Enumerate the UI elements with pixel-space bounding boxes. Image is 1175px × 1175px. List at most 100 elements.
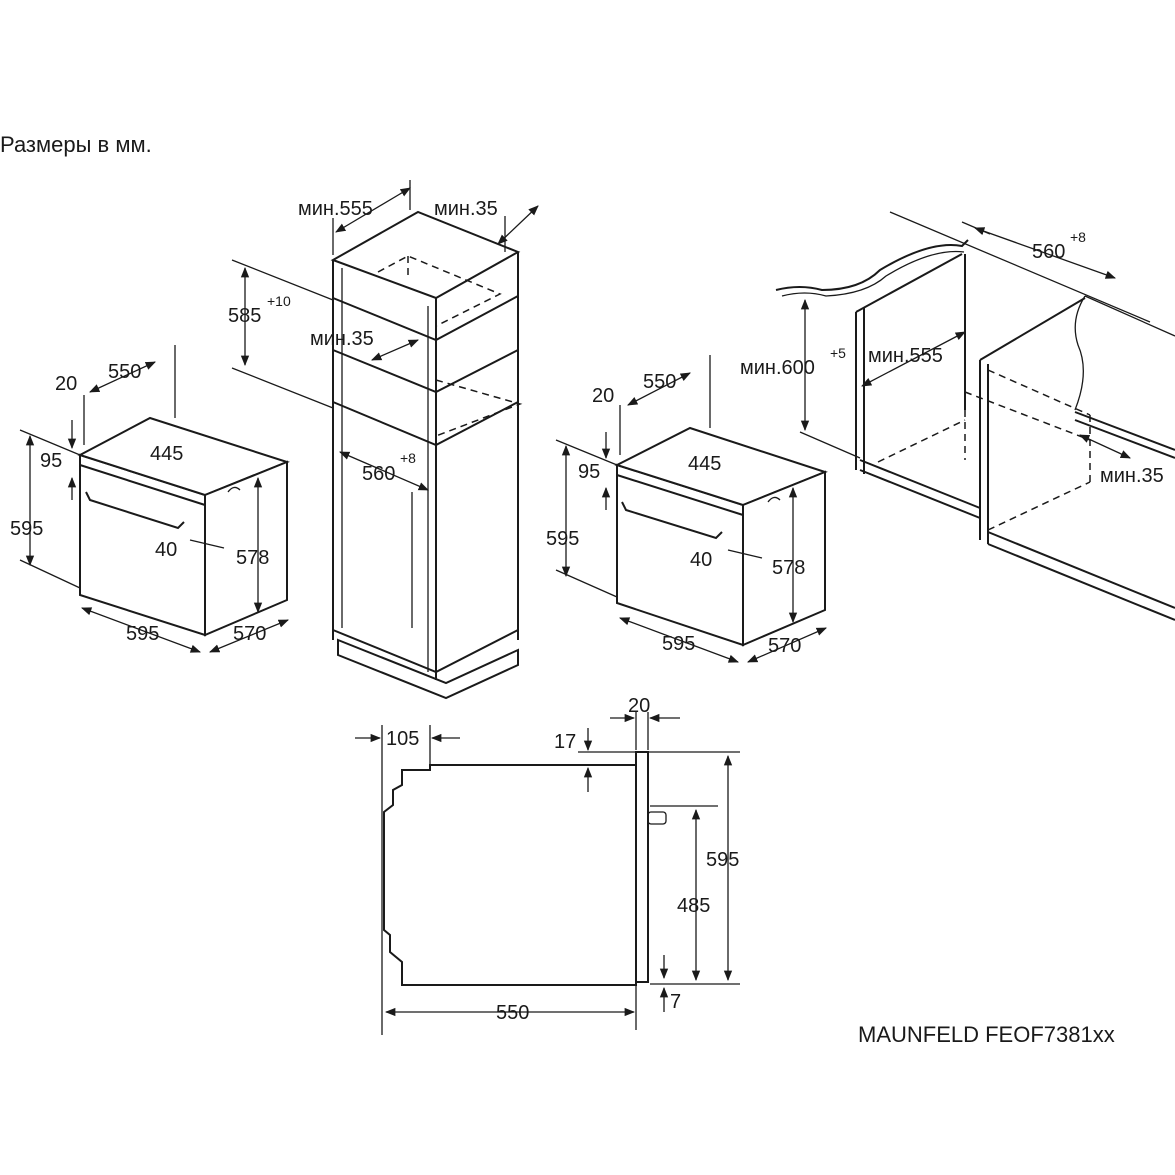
dim-niche-width-line: [974, 227, 1116, 279]
dim-right-gap-line: [727, 549, 763, 559]
dim-niche-ext: [799, 431, 861, 459]
label-side-depth: 550: [496, 1002, 529, 1024]
cabinet-shelf-3: [332, 401, 519, 447]
label-niche-min-h-tol: +5: [830, 345, 846, 361]
niche-floor-front-2: [859, 469, 981, 519]
dim-right-ext: [555, 569, 618, 598]
label-cabinet-niche-h-tol: +10: [267, 293, 291, 309]
label-right-handle-gap: 40: [690, 549, 712, 571]
side-view-handle: [647, 811, 667, 825]
label-right-top-w: 445: [688, 453, 721, 475]
label-right-inner-h: 578: [772, 557, 805, 579]
tall-cabinet: мин.555 мин.35 585 +10 мин.35 560 +8: [228, 180, 539, 700]
label-side-door-h: 485: [677, 895, 710, 917]
oven-left-handle: [85, 491, 185, 530]
side-view: 105 17 20 595 485 7 550: [355, 695, 740, 1035]
oven-left-control-line: [79, 464, 206, 506]
dim-left-depth-line: [89, 361, 156, 393]
label-right-depth: 570: [768, 635, 801, 657]
label-left-inner-h: 578: [236, 547, 269, 569]
cabinet-dashed-top: [377, 255, 502, 327]
label-left-top-w: 445: [150, 443, 183, 465]
oven-left: 550 20 95 445 595 40 578 595 570: [10, 345, 290, 653]
niche-plinth-line: [987, 543, 1175, 621]
label-niche-min-h: мин.600: [740, 357, 815, 379]
cabinet-shelf-1: [332, 295, 519, 342]
niche-dashed-6: [964, 391, 1091, 441]
label-left-width: 595: [126, 623, 159, 645]
dim-cabinet-ext: [231, 367, 334, 409]
label-cabinet-min-clear-top: мин.35: [434, 198, 498, 220]
cabinet-shelf-2: [332, 349, 519, 394]
undercounter-niche: 560 +8 мин.600 +5 мин.555 мин.35: [740, 211, 1175, 621]
label-right-height: 595: [546, 528, 579, 550]
label-left-handle-gap: 40: [155, 539, 177, 561]
dim-left-depth2-line: [209, 619, 289, 653]
niche-plinth-line-2: [987, 531, 1175, 609]
label-left-front-thick: 20: [55, 373, 77, 395]
label-cabinet-min-depth: мин.555: [298, 198, 373, 220]
oven-right-handle: [621, 501, 723, 540]
label-cabinet-niche-h: 585: [228, 305, 261, 327]
oven-right-control-line: [616, 474, 744, 516]
dim-right-ext: [555, 439, 618, 466]
label-niche-width: 560: [1032, 241, 1065, 263]
label-left-depth-total: 550: [108, 361, 141, 383]
label-niche-min-depth: мин.555: [868, 345, 943, 367]
cabinet-dashed-mid: [435, 379, 523, 437]
niche-right-panel-top: [979, 297, 1086, 361]
model-name: MAUNFELD FEOF7381xx: [858, 1022, 1115, 1047]
cabinet-top: [330, 210, 521, 300]
label-side-front-thick: 20: [628, 695, 650, 717]
dim-niche-front-line: [1079, 434, 1131, 459]
dim-right-width-line: [619, 617, 739, 663]
dim-right-depth-line: [627, 372, 691, 406]
dim-left-gap-line: [189, 539, 225, 549]
dim-right-depth2-line: [747, 627, 827, 663]
label-niche-width-tol: +8: [1070, 229, 1086, 245]
side-view-door: [635, 751, 649, 983]
label-side-rear-offset: 105: [386, 728, 419, 750]
counter-back-line: [889, 211, 1151, 323]
label-cabinet-niche-w: 560: [362, 463, 395, 485]
dim-left-ext-line: [19, 559, 81, 589]
cabinet-bottom: [332, 629, 519, 674]
niche-dashed-5: [877, 419, 966, 463]
niche-floor-right: [1074, 411, 1175, 451]
label-left-control-h: 95: [40, 450, 62, 472]
label-right-front-thick: 20: [592, 385, 614, 407]
label-cabinet-niche-w-tol: +8: [400, 450, 416, 466]
niche-dashed-1: [987, 369, 1091, 416]
niche-dashed-2: [987, 481, 1091, 531]
units-note: Размеры в мм.: [0, 132, 152, 157]
niche-floor-front: [859, 459, 981, 509]
dim-left-ext-line: [19, 429, 81, 456]
dim-cabinet-top-clear: [497, 205, 539, 245]
counter-right-line: [1084, 295, 1175, 337]
counter-top-edge-2: [781, 250, 965, 297]
oven-left-latch: [227, 486, 241, 493]
label-right-width: 595: [662, 633, 695, 655]
niche-left-panel-top: [855, 253, 963, 313]
dim-cabinet-niche-w: [339, 451, 429, 491]
side-view-body: [383, 764, 637, 986]
niche-break-line: [1074, 295, 1086, 411]
label-side-bottom-gap: 7: [670, 991, 681, 1013]
cabinet-plinth: [337, 638, 519, 700]
dim-cabinet-depth-line: [335, 187, 411, 233]
dim-niche-ext: [961, 221, 991, 235]
label-right-control-h: 95: [578, 461, 600, 483]
label-cabinet-min-clear-mid: мин.35: [310, 328, 374, 350]
dim-left-width-line: [81, 607, 201, 653]
label-right-depth-total: 550: [643, 371, 676, 393]
label-niche-min-front: мин.35: [1100, 465, 1164, 487]
dim-niche-depth-line: [861, 331, 966, 387]
label-left-depth: 570: [233, 623, 266, 645]
dim-cabinet-ext: [231, 259, 334, 301]
label-side-top-step: 17: [554, 731, 576, 753]
counter-top-edge: [775, 239, 969, 292]
oven-right: 550 20 95 445 595 40 578 595 570: [546, 355, 828, 663]
oven-right-latch: [767, 496, 781, 503]
label-side-height: 595: [706, 849, 739, 871]
